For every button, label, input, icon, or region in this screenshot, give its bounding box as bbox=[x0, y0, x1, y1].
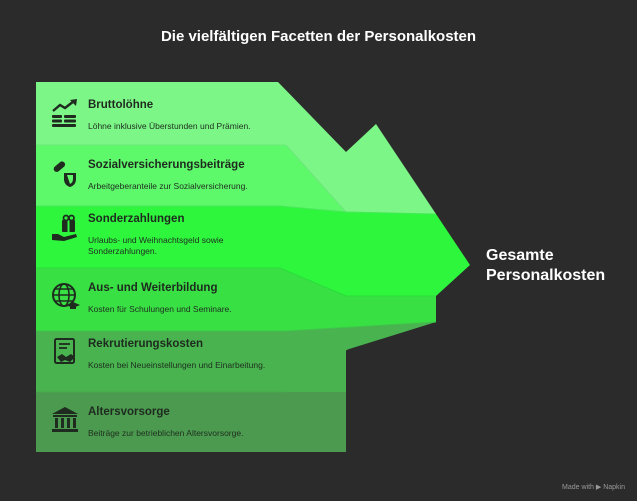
band-bruttoloehne bbox=[36, 82, 436, 214]
item-heading: Aus- und Weiterbildung bbox=[88, 282, 218, 294]
gift-hand-icon bbox=[52, 214, 77, 241]
item-heading: Sozialversicherungsbeiträge bbox=[88, 159, 245, 171]
item-heading: Rekrutierungskosten bbox=[88, 338, 204, 350]
item-description: Arbeitgeberanteile zur Sozialversicherun… bbox=[88, 181, 248, 191]
item-rekrutierungskosten: Rekrutierungskosten Kosten bei Neueinste… bbox=[50, 337, 280, 371]
result-label: Gesamte Personalkosten bbox=[486, 247, 606, 284]
item-description: Urlaubs- und Weihnachtsgeld sowie Sonder… bbox=[88, 235, 224, 256]
item-heading: Altersvorsorge bbox=[88, 406, 170, 418]
money-growth-icon bbox=[52, 99, 77, 127]
item-description: Beiträge zur betrieblichen Altersvorsorg… bbox=[88, 428, 244, 438]
band-sonderzahlungen bbox=[36, 206, 470, 296]
band-rekrutierungskosten bbox=[36, 322, 436, 392]
item-sonderzahlungen: Sonderzahlungen Urlaubs- und Weihnachtsg… bbox=[50, 212, 280, 257]
item-description: Kosten bei Neueinstellungen und Einarbei… bbox=[88, 360, 266, 370]
band-altersvorsorge bbox=[36, 265, 470, 452]
diagram-title: Die vielfältigen Facetten der Personalko… bbox=[160, 28, 477, 45]
item-altersvorsorge: Altersvorsorge Beiträge zur betriebliche… bbox=[50, 405, 280, 439]
item-sozialversicherung: Sozialversicherungsbeiträge Arbeitgebera… bbox=[50, 158, 280, 192]
item-bruttoloehne: Bruttolöhne Löhne inklusive Überstunden … bbox=[50, 98, 280, 132]
bank-building-icon bbox=[52, 407, 78, 432]
item-weiterbildung: Aus- und Weiterbildung Kosten für Schulu… bbox=[50, 281, 280, 315]
band-sozialversicherung bbox=[36, 145, 346, 212]
document-handshake-icon bbox=[54, 338, 75, 364]
shield-bandage-icon bbox=[53, 161, 76, 187]
napkin-watermark: Made with ▶ Napkin bbox=[562, 484, 625, 491]
item-heading: Sonderzahlungen bbox=[88, 213, 185, 225]
globe-graduation-icon bbox=[52, 283, 80, 309]
band-weiterbildung bbox=[36, 268, 436, 331]
item-heading: Bruttolöhne bbox=[88, 99, 154, 111]
item-description: Kosten für Schulungen und Seminare. bbox=[88, 304, 232, 314]
item-description: Löhne inklusive Überstunden und Prämien. bbox=[88, 121, 251, 131]
